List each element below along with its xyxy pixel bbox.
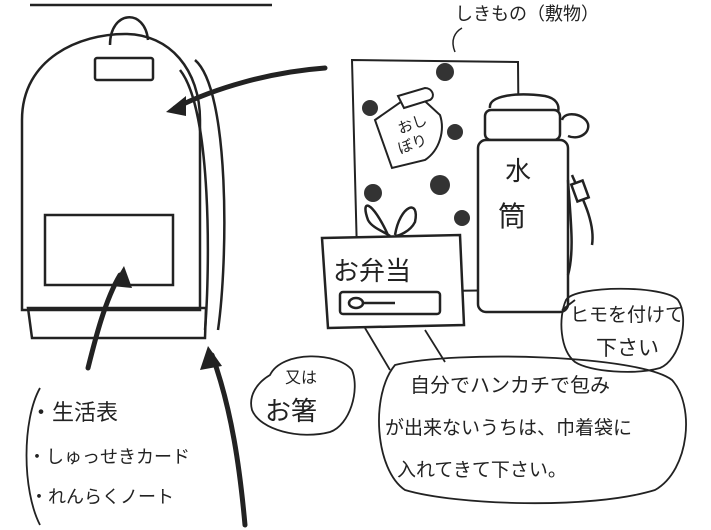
mat-arrow-head [166,96,186,116]
backpack-bottom-band [26,306,208,340]
mat-dot [454,210,470,226]
wrap-note-line1: 自分でハンカチで包み [410,373,610,397]
pocket-item-3: ・れんらくノート [30,487,174,508]
backpack-front-pocket [43,213,175,287]
oshibori-cap [396,86,434,110]
strap-note-bubble [560,287,685,373]
bottle-cap [483,108,562,142]
mat-arrow-shaft [172,65,328,111]
bento-pointer-2 [424,329,446,363]
pocket-item-2: ・しゅっせきカード [28,447,190,468]
bento-box [320,204,466,330]
chopsticks-note-line1: 又は [285,368,317,387]
backpack-strap-inner [179,69,210,331]
bottle-body [476,138,570,314]
bento-label: お弁当 [333,257,411,287]
pocket-bracket [25,387,41,526]
bento-bow-left [364,204,391,238]
oshibori-pouch [373,86,443,170]
speech-bubbles [25,287,687,526]
bento-pointer [364,327,391,371]
bottle-pointer [561,299,576,311]
mat-dot [430,175,450,195]
backpack-name-tag [93,56,155,82]
mat-dot [362,100,378,116]
wrap-note-line2: が出来ないうちは、巾着袋に [385,417,632,439]
pocket-arrow-head [112,266,132,288]
bottle-lid [488,93,560,113]
bottom-arrow-head [200,346,222,370]
bento-spoon-head [347,296,365,310]
bottle-label-1: 水 [505,157,531,187]
chopsticks-note-bubble [250,355,356,436]
mat-dot [436,63,454,81]
bottom-arrow-shaft [209,352,248,528]
backpack-strap-outer [194,59,226,331]
mat-dot [447,124,463,140]
caption-pointer [452,27,463,53]
backpack [20,16,226,340]
strap-note-line1: ヒモを付けて [570,304,684,326]
bottle-strap-inner [566,179,573,276]
top-caption: しきもの（敷物） [455,4,599,25]
oshibori-case [373,90,443,170]
water-bottle [476,93,594,314]
wrap-note-bubble [378,355,687,505]
mat-dot [364,184,382,202]
chopsticks-note-line2: お箸 [265,397,317,427]
pocket-arrow-shaft [85,272,123,371]
backpack-body [20,32,202,312]
bento-bow-right [393,206,418,238]
bottle-ring [560,112,590,139]
wrap-note-line3: 入れてきて下さい。 [397,459,567,481]
bottle-strap-clip [569,178,591,204]
arrow-heads [112,96,222,370]
bottle-label-2: 筒 [498,200,526,233]
backpack-handle [108,16,150,46]
pocket-item-1: ・生活表 [30,401,118,426]
bottle-strap [570,174,594,246]
strap-note-line2: 下さい [596,336,659,360]
